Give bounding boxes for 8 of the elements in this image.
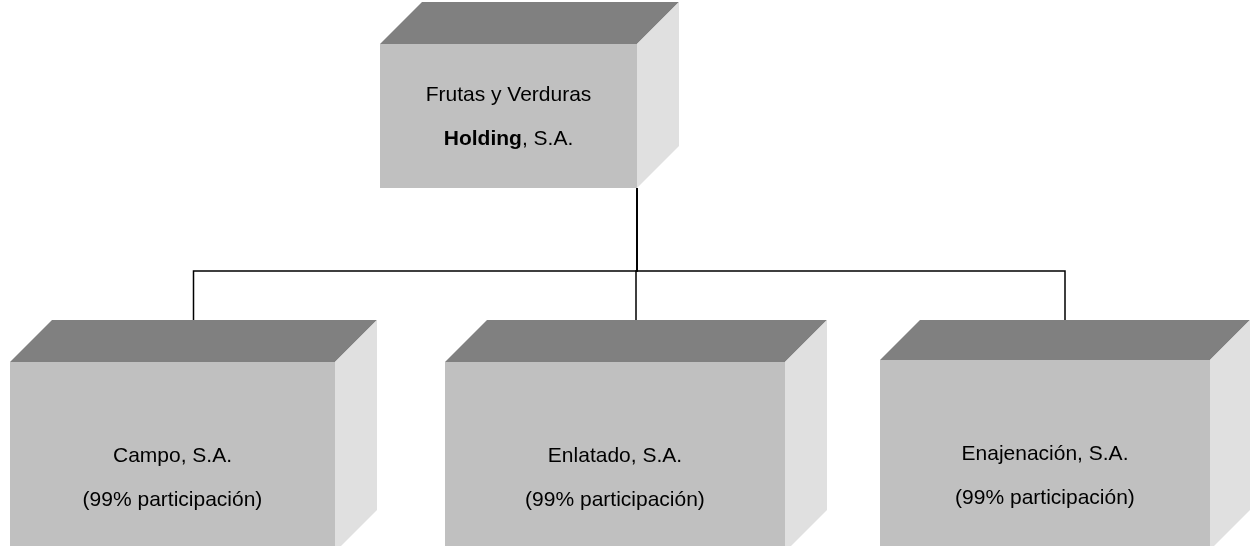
company-name: Campo, S.A. (112, 442, 233, 468)
company-name: Enajenación, S.A. (961, 440, 1129, 466)
company-name: (99% participación) (82, 486, 263, 512)
company-name: (99% participación) (955, 484, 1135, 510)
company-name: Enlatado, S.A. (547, 442, 683, 468)
company-name: Frutas y Verduras Holding, S.A. (424, 81, 593, 151)
company-name: (99% participación) (525, 486, 705, 512)
connector-line (636, 187, 1066, 321)
